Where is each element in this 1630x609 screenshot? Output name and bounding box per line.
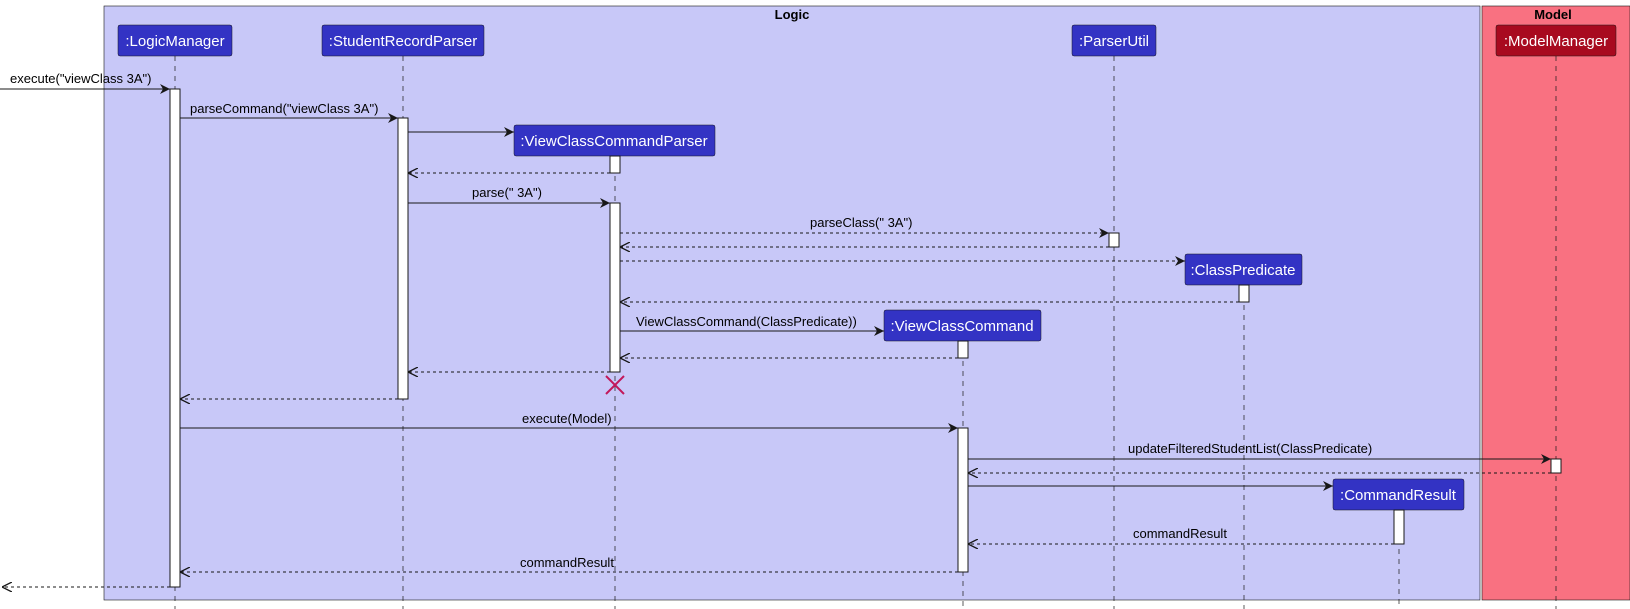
activation-view-class-command-init [957, 340, 969, 359]
msg-label-parse: parse(" 3A") [472, 185, 542, 200]
activation-parser-util [1108, 232, 1120, 248]
participant-model-manager: :ModelManager [1495, 24, 1617, 57]
logic-box: Logic [103, 5, 1481, 601]
messages [0, 84, 1551, 587]
msg-label-execute-model: execute(Model) [522, 411, 612, 426]
participant-label: :ClassPredicate [1190, 262, 1295, 279]
activation-command-result [1393, 509, 1405, 545]
activation-logic-manager [169, 88, 181, 588]
msg-label-execute: execute("viewClass 3A") [10, 71, 151, 86]
participant-command-result: :CommandResult [1332, 478, 1465, 511]
activation-parser-init [609, 155, 621, 174]
activation-view-class-command-execute [957, 427, 969, 573]
participant-label: :ViewClassCommandParser [520, 133, 707, 150]
participant-parser-util: :ParserUtil [1071, 24, 1157, 57]
participant-view-class-command: :ViewClassCommand [883, 309, 1042, 342]
msg-label-command-result: commandResult [1133, 526, 1227, 541]
participant-label: :CommandResult [1340, 487, 1457, 504]
participant-view-class-command-parser: :ViewClassCommandParser [513, 124, 716, 157]
activation-parser-parse [609, 202, 621, 373]
msg-label-parse-command: parseCommand("viewClass 3A") [190, 101, 378, 116]
participant-label: :StudentRecordParser [329, 33, 477, 50]
participant-label: :ViewClassCommand [890, 318, 1033, 335]
activation-student-record-parser [397, 117, 409, 400]
msg-label-parse-class: parseClass(" 3A") [810, 215, 912, 230]
participant-label: :ParserUtil [1079, 33, 1149, 50]
msg-label-command-result-return: commandResult [520, 555, 614, 570]
activation-model-manager [1550, 458, 1562, 474]
msg-label-update-filtered-list: updateFilteredStudentList(ClassPredicate… [1128, 441, 1372, 456]
participant-logic-manager: :LogicManager [117, 24, 233, 57]
model-box-title: Model [1534, 7, 1572, 22]
participant-label: :LogicManager [125, 33, 224, 50]
destroy-x-icon [605, 375, 625, 395]
participant-class-predicate: :ClassPredicate [1184, 253, 1303, 286]
msg-label-view-class-command: ViewClassCommand(ClassPredicate)) [636, 314, 857, 329]
participant-student-record-parser: :StudentRecordParser [321, 24, 485, 57]
logic-box-title: Logic [775, 7, 810, 22]
activation-class-predicate [1238, 284, 1250, 303]
participant-label: :ModelManager [1504, 33, 1608, 50]
activations [169, 88, 1562, 588]
